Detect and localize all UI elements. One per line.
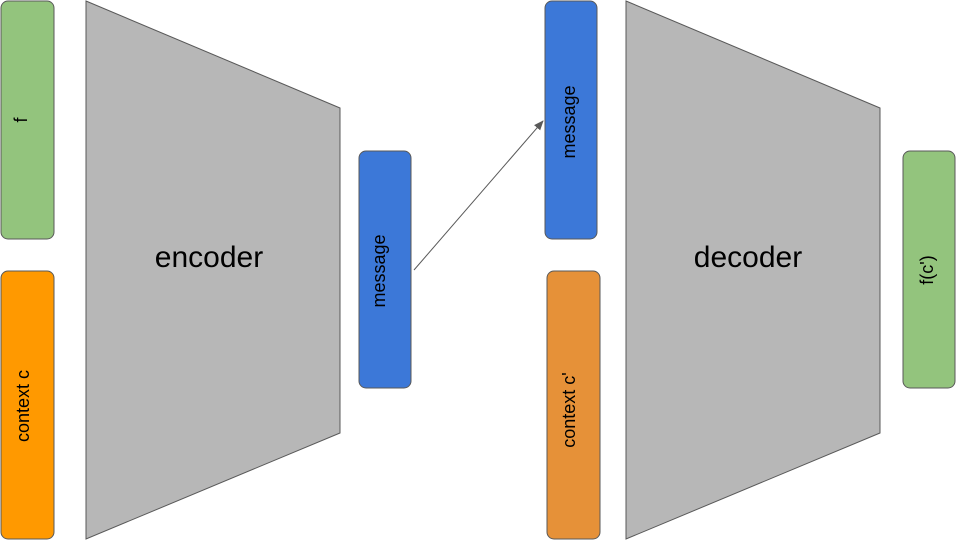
f-input-rect — [0, 0, 55, 240]
context-c-prime-block: context c' — [546, 270, 601, 540]
sent-message-block: message — [358, 150, 412, 389]
sent-message-rect — [358, 150, 412, 389]
context-c-prime-rect — [546, 270, 601, 540]
received-message-label: message — [559, 85, 579, 158]
decoder-label: decoder — [694, 241, 802, 274]
encoder-shape — [85, 0, 341, 540]
f-input-block: f — [0, 0, 55, 240]
sent-message-label: message — [369, 234, 389, 307]
context-c-block: context c — [0, 270, 55, 540]
context-c-prime-label: context c' — [559, 372, 579, 447]
decoder-block: decoder — [625, 0, 881, 540]
transmission-arrow — [413, 120, 544, 271]
received-message-block: message — [544, 0, 598, 240]
f-input-label: f — [11, 117, 31, 123]
output-block: f(c') — [902, 150, 956, 389]
received-message-rect — [544, 0, 598, 240]
encoder-label: encoder — [155, 241, 263, 274]
output-label: f(c') — [917, 255, 937, 284]
output-rect — [902, 150, 956, 389]
decoder-shape — [625, 0, 881, 540]
context-c-label: context c — [13, 370, 33, 442]
context-c-rect — [0, 270, 55, 540]
encoder-block: encoder — [85, 0, 341, 540]
